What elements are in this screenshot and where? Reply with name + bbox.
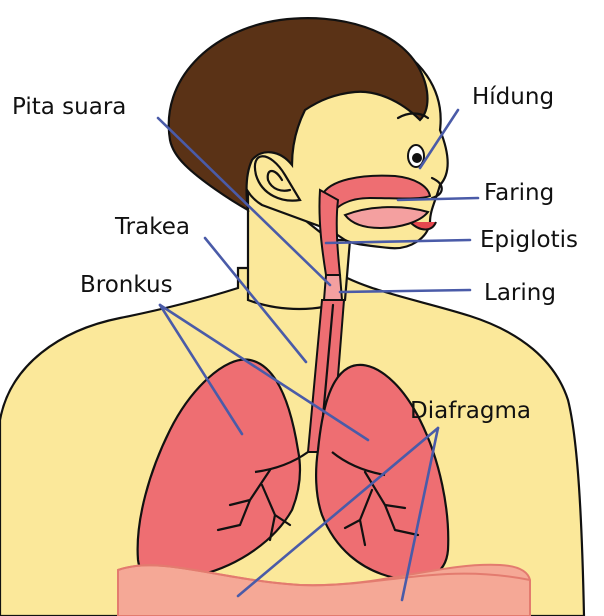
label-faring: Faring	[484, 180, 554, 206]
label-laring: Laring	[484, 280, 556, 306]
label-bronkus: Bronkus	[80, 272, 173, 298]
label-hidung: Hídung	[472, 84, 554, 110]
label-epiglotis: Epiglotis	[480, 227, 578, 253]
larynx	[324, 275, 342, 300]
pupil	[412, 153, 422, 163]
label-trakea: Trakea	[114, 214, 190, 240]
label-diafragma: Diafragma	[410, 398, 531, 424]
label-pita-suara: Pita suara	[12, 94, 126, 120]
